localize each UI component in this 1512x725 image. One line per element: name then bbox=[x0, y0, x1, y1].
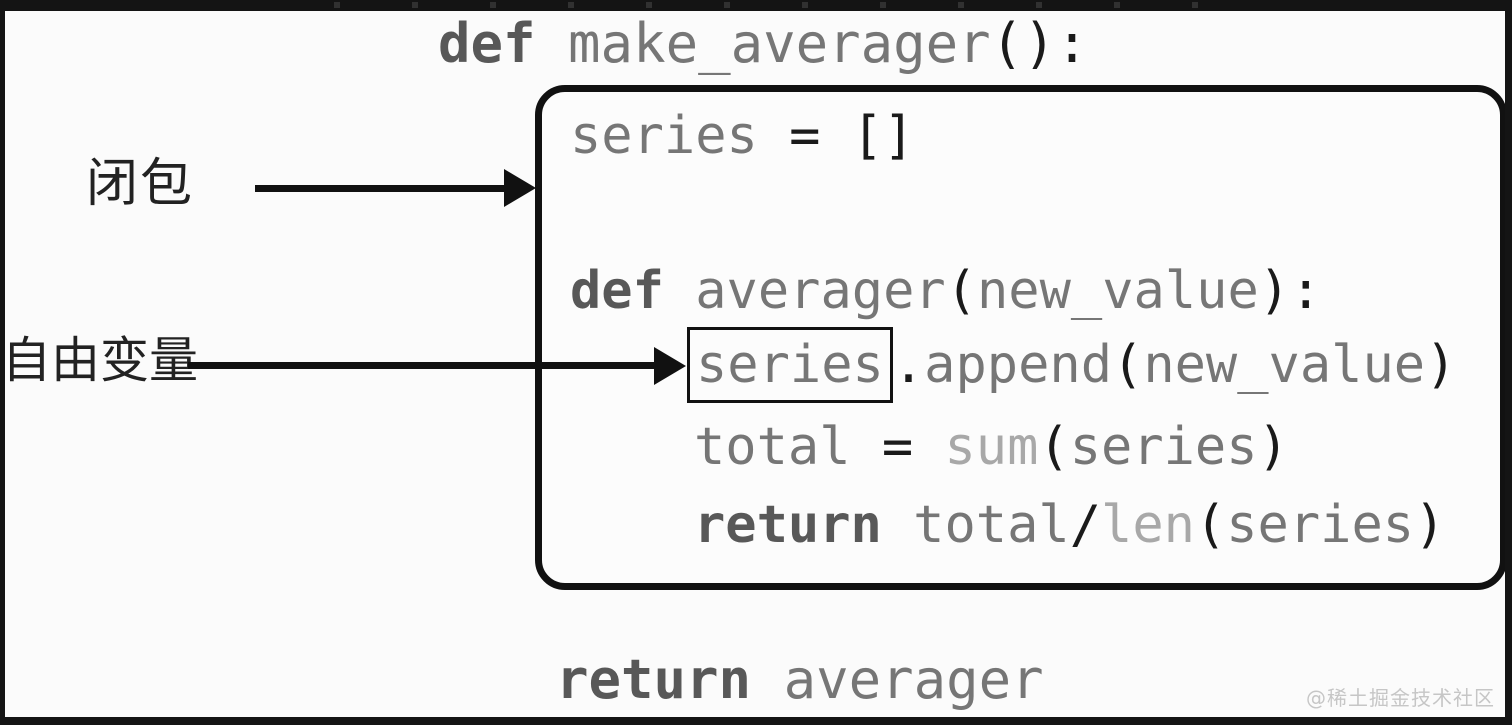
closure-label: 闭包 bbox=[86, 154, 195, 214]
watermark: @稀土掘金技术社区 bbox=[1306, 686, 1495, 710]
variable-series: series bbox=[570, 106, 758, 166]
punctuation: ) bbox=[1425, 335, 1457, 395]
keyword-return: return bbox=[694, 495, 914, 555]
punctuation: / bbox=[1069, 495, 1102, 555]
code-line-return-averager: return averager bbox=[556, 646, 1044, 714]
crop-border-bottom bbox=[0, 717, 1512, 725]
function-name-averager: averager bbox=[695, 261, 946, 321]
argument-new-value: new_value bbox=[1143, 335, 1426, 395]
punctuation: = bbox=[850, 417, 945, 477]
punctuation: ( bbox=[1112, 335, 1144, 395]
closure-arrow-head-icon bbox=[504, 169, 536, 207]
argument-series: series bbox=[1069, 417, 1258, 477]
code-line-def-averager: def averager(new_value): bbox=[570, 258, 1321, 324]
variable-total: total bbox=[694, 417, 851, 477]
punctuation: ( bbox=[1194, 495, 1227, 555]
variable-total: total bbox=[913, 495, 1070, 555]
code-line-series-append: series.append(new_value) bbox=[687, 327, 1457, 403]
punctuation: ) bbox=[1257, 417, 1289, 477]
method-append: append bbox=[924, 335, 1112, 395]
function-name-averager: averager bbox=[783, 648, 1044, 711]
punctuation: . bbox=[892, 335, 925, 395]
code-line-def-make-averager: def make_averager(): bbox=[438, 10, 1088, 78]
code-line-series-init: series = [] bbox=[570, 103, 914, 169]
argument-series: series bbox=[1226, 495, 1415, 555]
closure-arrow-line bbox=[255, 185, 507, 192]
punctuation: ): bbox=[1258, 261, 1322, 321]
free-variable-series-box: series bbox=[687, 327, 893, 403]
punctuation: ( bbox=[1038, 417, 1070, 477]
crop-border-right bbox=[1505, 0, 1512, 725]
keyword-return: return bbox=[556, 648, 784, 711]
code-line-return-average: return total/len(series) bbox=[694, 492, 1445, 558]
free-variable-arrow-head-icon bbox=[654, 347, 686, 385]
closure-body-box: series = [] def averager(new_value): ser… bbox=[535, 85, 1507, 590]
code-line-total-sum: total = sum(series) bbox=[694, 414, 1289, 480]
crop-border-top bbox=[0, 0, 1512, 11]
free-variable-arrow-line bbox=[188, 362, 658, 369]
function-name-make-averager: make_averager bbox=[568, 12, 991, 75]
keyword-def: def bbox=[438, 12, 569, 75]
punctuation: = [] bbox=[757, 106, 915, 166]
parameter-new-value: new_value bbox=[977, 261, 1259, 321]
builtin-sum: sum bbox=[944, 417, 1039, 477]
builtin-len: len bbox=[1101, 495, 1195, 555]
punctuation: ) bbox=[1414, 495, 1446, 555]
crop-border-left bbox=[0, 0, 5, 725]
keyword-def: def bbox=[570, 261, 696, 321]
free-variable-label: 自由变量 bbox=[2, 332, 199, 389]
punctuation: (): bbox=[990, 12, 1089, 75]
punctuation: ( bbox=[945, 261, 977, 321]
